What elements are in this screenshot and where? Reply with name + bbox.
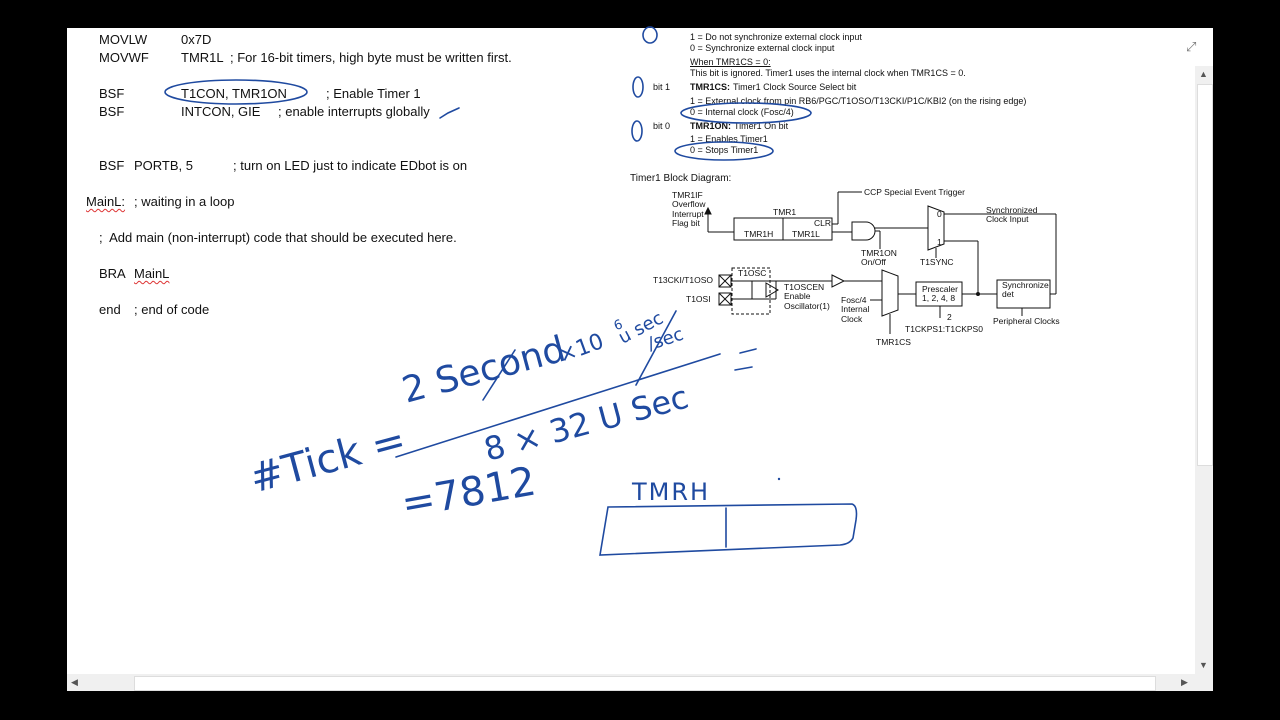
expand-icon[interactable]: ⤢	[1186, 39, 1197, 54]
label-tmr1cs: TMR1CS	[876, 337, 911, 347]
datasheet-line: When TMR1CS = 0:	[690, 57, 771, 67]
scroll-down-arrow-icon[interactable]: ▼	[1199, 660, 1208, 670]
code-comment-main: ; Add main (non-interrupt) code that sho…	[99, 230, 457, 245]
code-operand-portb: PORTB, 5	[134, 158, 194, 173]
code-mnemonic-bra: BRA	[99, 266, 126, 281]
code-mnemonic-end: end	[99, 302, 121, 317]
label-prescaler: Prescaler 1, 2, 4, 8	[922, 284, 958, 304]
code-comment-16bit: ; For 16-bit timers, high byte must be w…	[230, 50, 512, 65]
label-tmr1h: TMR1H	[744, 229, 774, 239]
datasheet-bit1-opt1: 1 = External clock from pin RB6/PGC/T1OS…	[690, 96, 1027, 106]
label-fosc: Fosc/4 Internal Clock	[841, 295, 870, 324]
code-operand-mainl: MainL	[134, 266, 170, 281]
scroll-up-arrow-icon[interactable]: ▲	[1199, 69, 1208, 79]
datasheet-bit0-opt1: 1 = Enables Timer1	[690, 134, 768, 144]
datasheet-line: 0 = Synchronize external clock input	[690, 43, 835, 53]
label-t1osc: T1OSC	[738, 268, 767, 278]
code-mnemonic-bsf-2: BSF	[99, 104, 125, 119]
code-operand-intcon: INTCON, GIE	[181, 104, 261, 119]
label-tmr1l: TMR1L	[792, 229, 820, 239]
scroll-left-arrow-icon[interactable]: ◀	[71, 677, 78, 687]
code-mnemonic-bsf-3: BSF	[99, 158, 125, 173]
code-mnemonic-bsf-1: BSF	[99, 86, 125, 101]
code-operand-t1con: T1CON, TMR1ON	[181, 86, 287, 101]
code-comment-interrupts: ; enable interrupts globally	[278, 104, 430, 119]
label-synchronized-clock: Synchronized Clock Input	[986, 205, 1038, 225]
code-operand-tmr1l: TMR1L	[181, 50, 224, 65]
datasheet-line: 1 = Do not synchronize external clock in…	[690, 32, 862, 42]
label-t1osi: T1OSI	[686, 294, 711, 304]
datasheet-bit0-desc: Timer1 On bit	[734, 121, 789, 131]
label-ccp-trigger: CCP Special Event Trigger	[864, 187, 965, 197]
code-comment-loop: ; waiting in a loop	[134, 194, 235, 209]
datasheet-line: This bit is ignored. Timer1 uses the int…	[690, 68, 966, 78]
code-comment-enable-timer: ; Enable Timer 1	[326, 86, 421, 101]
code-comment-led: ; turn on LED just to indicate EDbot is …	[233, 158, 468, 173]
code-comment-end: ; end of code	[134, 302, 210, 317]
horizontal-scroll-thumb[interactable]	[134, 676, 1156, 691]
datasheet-bit1-opt0: 0 = Internal clock (Fosc/4)	[690, 107, 794, 117]
label-t13cki: T13CKI/T1OSO	[653, 275, 713, 285]
datasheet-bit1-label: bit 1	[653, 82, 671, 92]
diagram-title: Timer1 Block Diagram:	[630, 173, 732, 184]
label-clr: CLR	[814, 218, 832, 228]
datasheet-bit1-title: TMR1CS:	[690, 82, 730, 92]
datasheet-bit0-title: TMR1ON:	[690, 121, 731, 131]
label-mux-zero: 0	[937, 209, 942, 219]
handwriting-tmrh: TMRH	[632, 478, 711, 506]
code-operand-0x7d: 0x7D	[181, 32, 212, 47]
code-label-mainl: MainL:	[86, 194, 126, 209]
label-tmr1: TMR1	[773, 207, 797, 217]
code-mnemonic-movlw: MOVLW	[99, 32, 148, 47]
label-prescale-bits: 2	[947, 312, 952, 322]
datasheet-bit1-desc: Timer1 Clock Source Select bit	[733, 82, 857, 92]
vertical-scroll-thumb[interactable]	[1197, 84, 1213, 466]
datasheet-bit0-opt0: 0 = Stops Timer1	[690, 145, 759, 155]
label-tmr1if: TMR1IF Overflow Interrupt Flag bit	[672, 190, 706, 229]
label-tmr1on: TMR1ON On/Off	[861, 248, 897, 268]
label-t1sync: T1SYNC	[920, 257, 954, 267]
scroll-right-arrow-icon[interactable]: ▶	[1181, 677, 1188, 687]
label-t1oscen: T1OSCEN Enable Oscillator(1)	[784, 282, 830, 311]
label-synchronize: Synchronize det	[1002, 280, 1049, 300]
label-mux-one: 1	[937, 237, 942, 247]
label-t1ckps: T1CKPS1:T1CKPS0	[905, 324, 983, 334]
code-mnemonic-movwf: MOVWF	[99, 50, 149, 65]
datasheet-bit0-label: bit 0	[653, 121, 671, 131]
label-peripheral-clocks: Peripheral Clocks	[993, 316, 1060, 326]
